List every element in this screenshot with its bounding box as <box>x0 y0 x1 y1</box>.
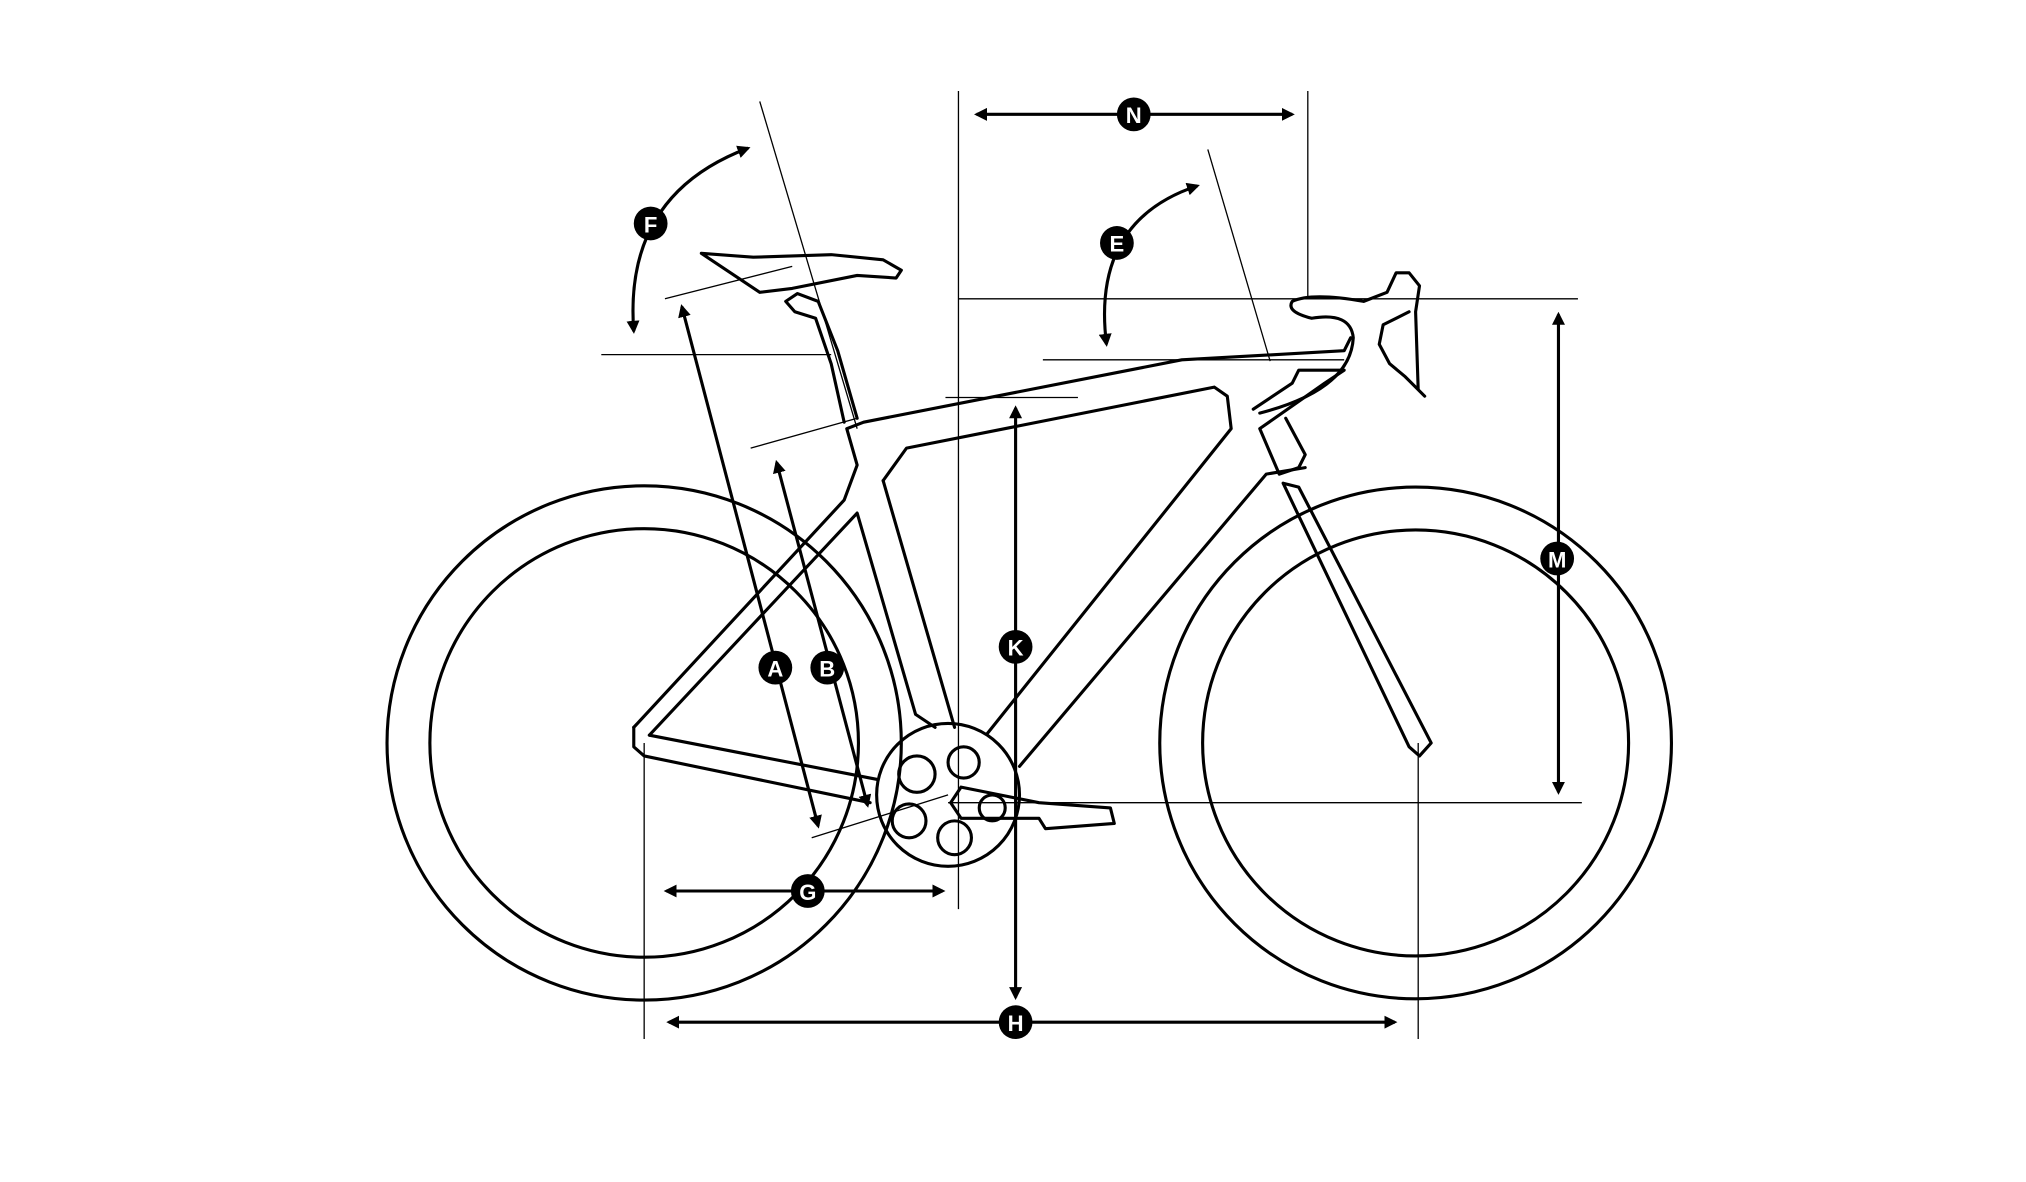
label-B: B <box>810 650 845 685</box>
svg-text:H: H <box>1008 1011 1024 1036</box>
label-N: N <box>1116 97 1151 132</box>
frame <box>632 251 1433 805</box>
crankset <box>875 721 1116 868</box>
label-G: G <box>790 874 825 908</box>
svg-text:A: A <box>767 656 783 681</box>
svg-text:B: B <box>819 656 835 681</box>
front-wheel <box>1158 485 1674 1001</box>
label-H: H <box>998 1005 1033 1040</box>
svg-text:G: G <box>799 880 816 905</box>
label-K: K <box>998 629 1033 664</box>
label-F: F <box>633 206 668 241</box>
svg-text:E: E <box>1110 232 1125 257</box>
dimension-arrows <box>626 107 1565 1029</box>
svg-text:N: N <box>1126 103 1142 128</box>
label-E: E <box>1100 226 1134 260</box>
svg-text:M: M <box>1548 547 1566 572</box>
svg-text:K: K <box>1008 636 1024 661</box>
svg-text:F: F <box>644 212 657 237</box>
label-M: M <box>1540 541 1575 576</box>
label-A: A <box>758 650 793 685</box>
